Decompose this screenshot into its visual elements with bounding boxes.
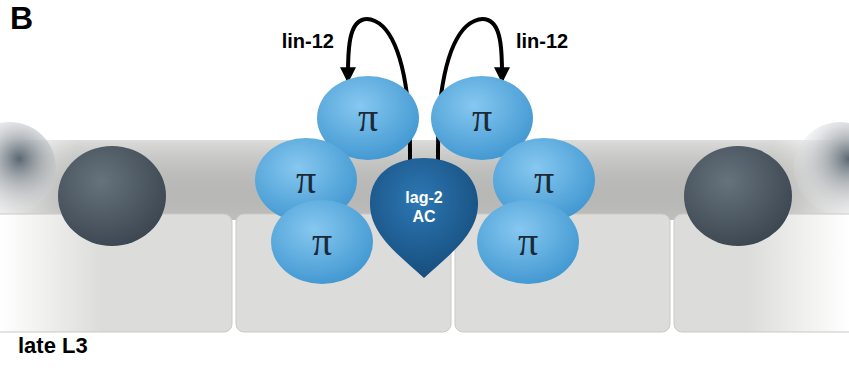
vpc-cell-partial — [794, 122, 849, 214]
gene-label: lin-12 — [282, 30, 334, 53]
cell-symbol: π — [312, 222, 332, 262]
cell-label: lag-2 AC — [395, 188, 453, 248]
cell-symbol: π — [534, 160, 554, 200]
panel-letter: B — [10, 0, 33, 37]
vpc-cell-partial — [0, 122, 56, 214]
cell-symbol: π — [296, 160, 316, 200]
cell-symbol: π — [358, 98, 378, 138]
pi-cell: π — [270, 199, 374, 285]
pi-cell: π — [476, 199, 580, 285]
cell-symbol: π — [472, 98, 492, 138]
anchor-cell-outline — [370, 158, 478, 278]
gene-label: lin-12 — [516, 30, 568, 53]
stage-label: late L3 — [18, 333, 88, 359]
anchor-cell: lag-2 AC — [368, 156, 480, 280]
pi-cell-outline — [477, 200, 579, 284]
vpc-cell — [58, 146, 166, 246]
cell-symbol: π — [518, 222, 538, 262]
vpc-cell — [684, 146, 792, 246]
pi-cell-outline — [271, 200, 373, 284]
